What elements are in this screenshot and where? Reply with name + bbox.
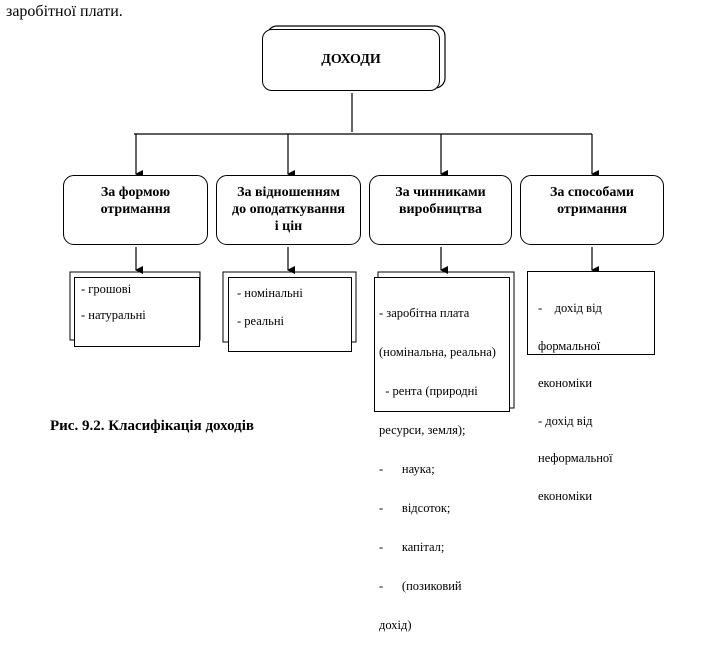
subgroup-taxation: - номінальні - реальні — [228, 277, 352, 352]
root-label: ДОХОДИ — [321, 52, 381, 67]
subgroup-item: економіки — [538, 376, 593, 390]
subgroup-item: - дохід від — [538, 301, 602, 315]
subgroup-item: - заробітна плата — [379, 306, 470, 320]
subgroup-item: - реальні — [237, 314, 284, 328]
subgroup-item: дохід) — [379, 618, 412, 632]
subgroup-item: - рента (природні — [379, 384, 478, 398]
subgroup-item: - (позиковий — [379, 579, 462, 593]
subgroup-item: - номінальні — [237, 286, 303, 300]
category-label-line: За формою — [100, 185, 171, 200]
category-label-line: За відношенням — [237, 185, 340, 200]
category-label-line: до оподаткування — [232, 202, 345, 217]
category-label-line: і цін — [274, 219, 303, 234]
category-label-line: виробництва — [398, 202, 483, 217]
intro-text: заробітної плати. — [6, 3, 123, 20]
subgroup-item: - відсоток; — [379, 501, 451, 515]
subgroup-item: - грошові — [81, 282, 132, 296]
subgroup-item: - капітал; — [379, 540, 445, 554]
category-methods: За способами отримання — [520, 175, 664, 245]
category-label-line: За способами — [550, 185, 634, 200]
subgroup-item: (номінальна, реальна) — [379, 345, 496, 359]
category-label-line: За чинниками — [395, 185, 486, 200]
subgroup-item: економіки — [538, 488, 593, 503]
root-box: ДОХОДИ — [262, 29, 440, 91]
subgroup-methods: - дохід від формальної економіки - дохід… — [527, 271, 655, 502]
figure-caption: Рис. 9.2. Класифікація доходів — [50, 418, 255, 434]
category-label-line: отримання — [557, 202, 627, 217]
subgroup-item: - наука; — [379, 462, 435, 476]
category-taxation: За відношенням до оподаткування і цін — [216, 175, 361, 245]
subgroup-item: неформальної — [538, 451, 613, 465]
subgroup-item: формальної — [538, 338, 601, 353]
subgroup-item: ресурси, земля); — [379, 423, 466, 437]
category-production-factors: За чинниками виробництва — [369, 175, 512, 245]
subgroup-item: - дохід від — [538, 413, 593, 428]
subgroup-item: - натуральні — [81, 308, 146, 322]
connector-lines — [69, 25, 599, 409]
category-form: За формою отримання — [63, 175, 208, 245]
subgroup-form: - грошові - натуральні — [74, 277, 200, 347]
subgroup-item — [237, 300, 351, 314]
subgroup-production-factors: - заробітна плата (номінальна, реальна) … — [374, 277, 510, 632]
category-label-line: отримання — [100, 202, 171, 217]
